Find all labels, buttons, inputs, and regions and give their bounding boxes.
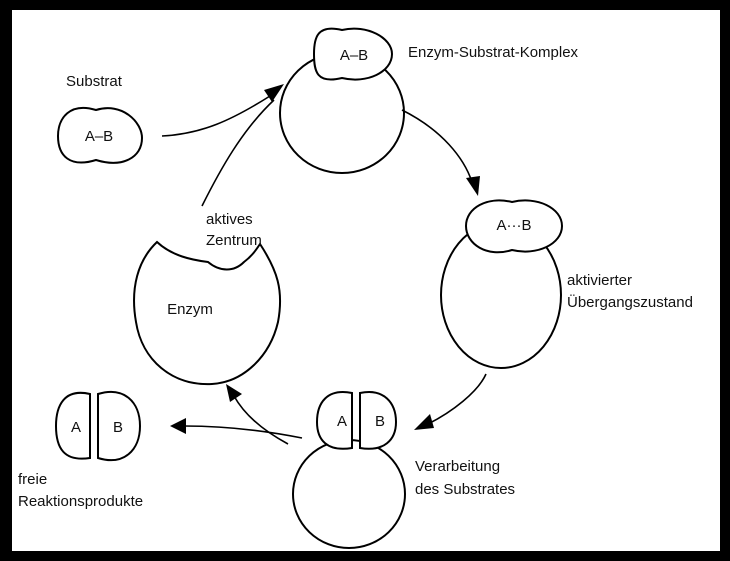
- free-enzyme: Enzym: [133, 240, 282, 386]
- arrow-processing-to-enzyme: [233, 395, 289, 445]
- enzyme-substrate-complex: A–B: [279, 27, 405, 174]
- label-products-line2: Reaktionsprodukte: [18, 493, 144, 510]
- substrate-bound: [312, 27, 394, 81]
- label-activated-line2: Übergangszustand: [567, 294, 693, 311]
- processing-b-label: B: [375, 413, 385, 430]
- processing-a-label: A: [337, 413, 347, 430]
- transition-state-complex: A···B: [440, 199, 564, 369]
- label-enzyme-substrate-complex: Enzym-Substrat-Komplex: [408, 44, 579, 61]
- enzyme-label: Enzym: [167, 301, 213, 318]
- substrate-strained: [464, 199, 564, 254]
- label-substrate: Substrat: [66, 73, 122, 90]
- product-b-bound: [359, 391, 398, 450]
- transition-molecule-label: A···B: [497, 217, 532, 234]
- arrow-substrate-to-complex: [161, 95, 271, 137]
- product-b-label: B: [113, 419, 123, 436]
- complex-molecule-label: A–B: [340, 47, 368, 64]
- label-processing-line2: des Substrates: [415, 481, 516, 498]
- substrate-molecule: A–B: [56, 106, 144, 164]
- arrow-transition-to-processing: [427, 373, 487, 425]
- arrow-processing-to-products: [183, 425, 303, 439]
- product-b-molecule: [97, 391, 142, 461]
- processing-complex: A B: [292, 391, 406, 549]
- free-products: A B: [54, 391, 142, 461]
- arrow-complex-to-transition: [401, 109, 473, 183]
- label-activated-line1: aktivierter: [567, 272, 633, 289]
- label-products-line1: freie: [18, 471, 48, 488]
- enzyme-body: [292, 439, 406, 549]
- product-a-label: A: [71, 419, 81, 436]
- label-active-center-line2: Zentrum: [206, 232, 262, 249]
- enzyme-cycle-diagram: A–B A–B A···B A B: [54, 27, 564, 549]
- product-a-bound: [315, 391, 353, 450]
- label-active-center-line1: aktives: [206, 211, 253, 228]
- arrow-enzyme-to-complex: [201, 99, 275, 207]
- arrows: [161, 84, 487, 445]
- product-a-molecule: [54, 391, 91, 460]
- label-processing-line1: Verarbeitung: [415, 458, 501, 475]
- substrate-molecule-label: A–B: [85, 128, 113, 145]
- enzyme-body-with-cleft: [133, 240, 282, 386]
- diagram-canvas: A–B A–B A···B A B: [12, 10, 720, 551]
